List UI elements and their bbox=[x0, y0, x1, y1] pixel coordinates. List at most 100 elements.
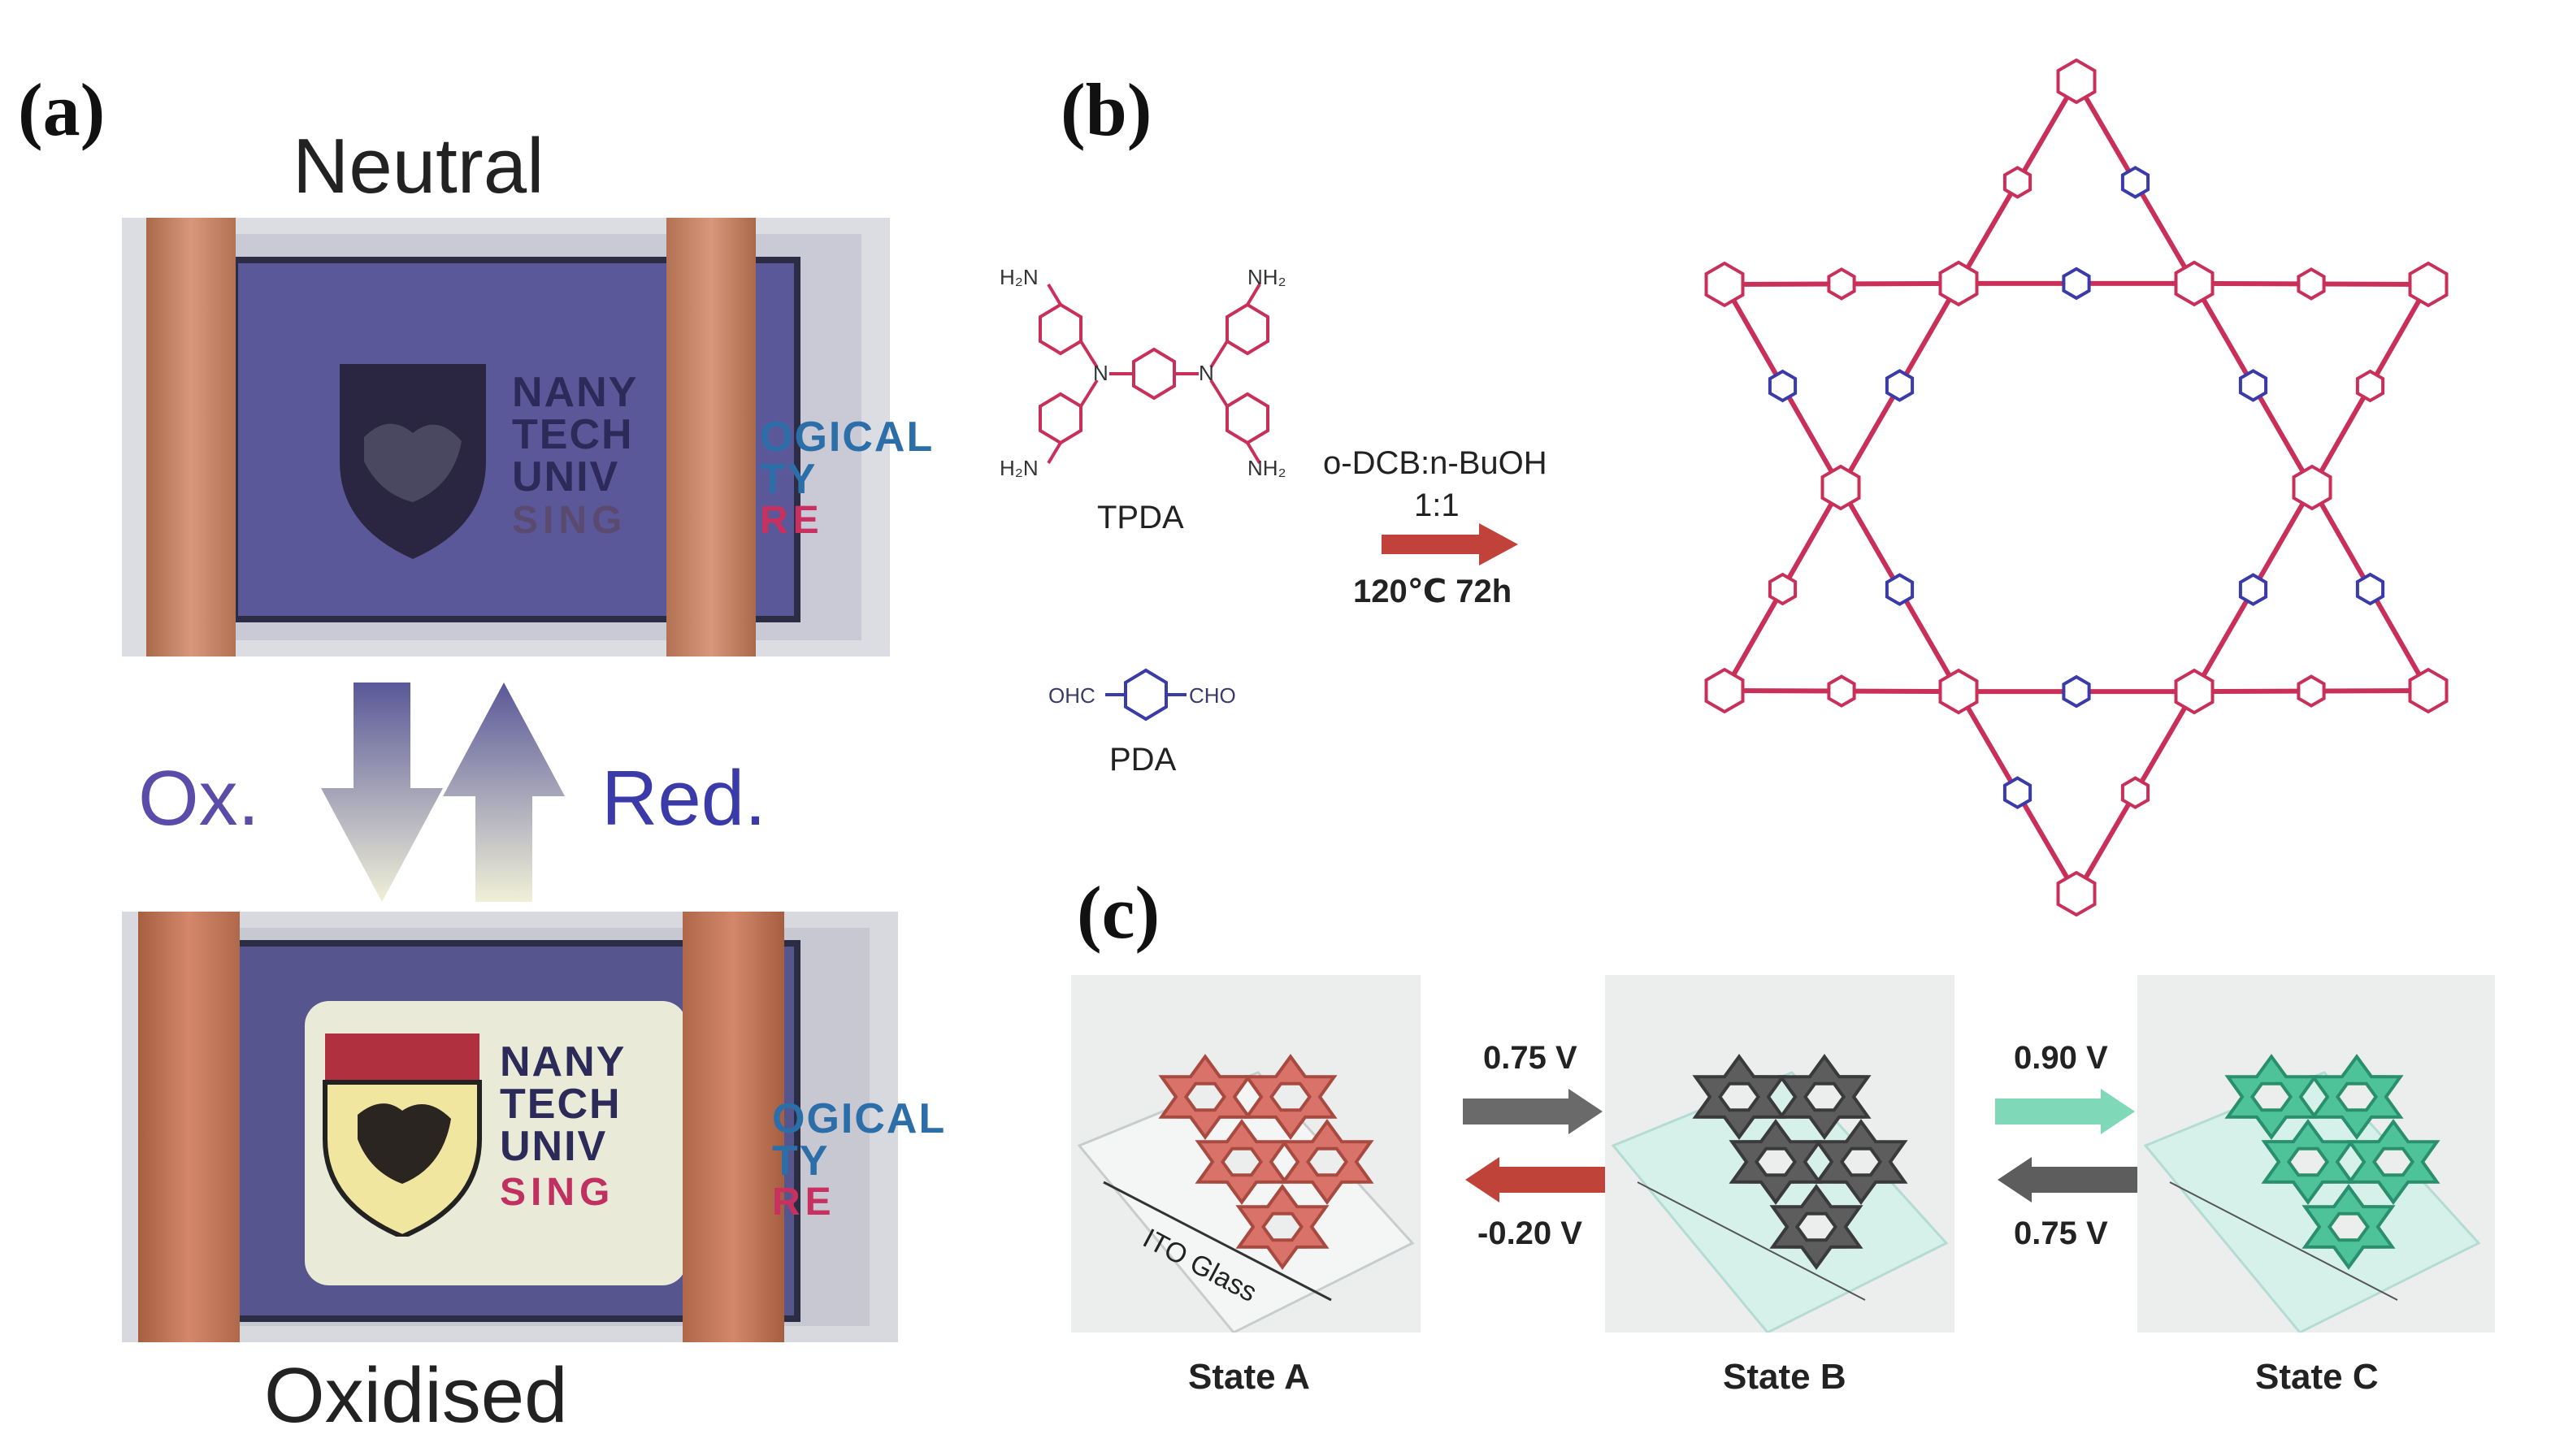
red-label: Red. bbox=[601, 755, 766, 842]
framework-pore bbox=[1269, 1081, 1312, 1112]
amine-top-left: H₂N bbox=[1000, 265, 1039, 289]
framework-pore bbox=[1754, 1146, 1798, 1177]
amine-bottom-left: H₂N bbox=[1000, 456, 1039, 480]
logo-text-line2: TECH bbox=[512, 411, 634, 458]
benzene-ring bbox=[2292, 464, 2332, 511]
benzene-ring bbox=[2408, 667, 2449, 714]
logo-text-right2: TY bbox=[772, 1138, 830, 1185]
benzene-ring bbox=[2238, 369, 2268, 402]
benzene-ring bbox=[1820, 464, 1861, 511]
state-b-model bbox=[1611, 1054, 1949, 1332]
framework-pore bbox=[1183, 1081, 1227, 1112]
framework-pore bbox=[2335, 1081, 2379, 1112]
oxidation-arrow bbox=[321, 682, 443, 902]
benzene-ring bbox=[2056, 870, 2097, 917]
benzene-ring bbox=[2002, 166, 2033, 199]
ring-bottom-right bbox=[1226, 392, 1269, 445]
ab-backward-arrow bbox=[1465, 1157, 1605, 1202]
state-c-model bbox=[2143, 1054, 2481, 1332]
benzene-ring bbox=[2355, 572, 2385, 606]
oxidised-caption: Oxidised bbox=[264, 1352, 568, 1439]
ab-forward-arrow bbox=[1463, 1089, 1603, 1134]
reduction-arrow bbox=[443, 682, 565, 902]
logo-text-line3: UNIV bbox=[512, 453, 620, 500]
ring-top-right bbox=[1226, 302, 1269, 356]
cof-network bbox=[1704, 58, 2449, 917]
framework-pore bbox=[2286, 1146, 2330, 1177]
ring-bottom-left bbox=[1039, 392, 1082, 445]
panel-c-label: (c) bbox=[1077, 871, 1161, 954]
benzene-ring bbox=[1885, 369, 1915, 402]
right-copper-tape bbox=[666, 218, 756, 656]
ab-forward-voltage: 0.75 V bbox=[1483, 1040, 1577, 1076]
benzene-ring bbox=[1885, 573, 1915, 606]
benzene-ring bbox=[2297, 674, 2326, 708]
benzene-ring bbox=[2297, 267, 2326, 301]
state-a-framework bbox=[1158, 1054, 1374, 1270]
benzene-ring bbox=[2062, 266, 2091, 301]
benzene-ring bbox=[1704, 261, 1745, 308]
logo-text-right1: OGICAL bbox=[760, 414, 935, 461]
benzene-ring bbox=[2120, 776, 2150, 809]
framework-pore bbox=[1260, 1211, 1304, 1242]
n-atom-left: N bbox=[1093, 361, 1108, 385]
benzene-ring bbox=[1827, 267, 1856, 301]
redox-arrows bbox=[321, 682, 565, 902]
benzene-ring bbox=[2062, 674, 2091, 708]
benzene-ring bbox=[2408, 261, 2449, 308]
state-c-framework bbox=[2224, 1054, 2440, 1270]
amine-top-right: NH₂ bbox=[1247, 265, 1286, 289]
state-b-label: State B bbox=[1723, 1357, 1846, 1397]
framework-pore bbox=[1794, 1211, 1838, 1242]
pda-structure: OHC CHO bbox=[1048, 668, 1236, 722]
bc-backward-arrow bbox=[1998, 1157, 2137, 1202]
solvent-label: o-DCB:n-BuOH bbox=[1323, 445, 1547, 481]
n-atom-right: N bbox=[1199, 361, 1214, 385]
framework-pore bbox=[1717, 1081, 1761, 1112]
benzene-ring bbox=[2174, 668, 2215, 715]
pda-label: PDA bbox=[1109, 742, 1177, 778]
logo-text-line1: NANY bbox=[500, 1038, 627, 1086]
benzene-ring bbox=[1827, 674, 1856, 708]
framework-pore bbox=[1803, 1081, 1846, 1112]
state-b-framework bbox=[1692, 1054, 1908, 1270]
framework-pore bbox=[1305, 1146, 1349, 1177]
benzene-ring bbox=[1768, 572, 1798, 606]
bc-backward-voltage: 0.75 V bbox=[2014, 1216, 2108, 1251]
conditions-label: 120℃ 72h bbox=[1353, 574, 1512, 609]
tpda-label: TPDA bbox=[1097, 500, 1184, 535]
logo-text-right2: TY bbox=[760, 456, 818, 503]
benzene-ring bbox=[1938, 260, 1979, 307]
logo-text-right3: RE bbox=[772, 1181, 836, 1224]
logo-text-line1: NANY bbox=[512, 369, 639, 416]
benzene-ring bbox=[1704, 667, 1745, 714]
reaction-arrow bbox=[1382, 523, 1518, 566]
framework-pore bbox=[1220, 1146, 1264, 1177]
benzene-ring bbox=[2120, 166, 2150, 199]
bc-forward-arrow bbox=[1995, 1089, 2135, 1134]
panel-b-label: (b) bbox=[1061, 68, 1152, 151]
benzene-ring bbox=[2002, 776, 2033, 809]
benzene-ring bbox=[2056, 58, 2097, 105]
ntu-shield-logo-colored bbox=[323, 1034, 482, 1237]
state-a-model bbox=[1077, 1054, 1415, 1332]
logo-text-line3: UNIV bbox=[500, 1123, 608, 1170]
ring-top-left bbox=[1039, 302, 1082, 356]
benzene-ring bbox=[2238, 573, 2268, 606]
logo-text-line4: SING bbox=[512, 499, 627, 542]
logo-text-right1: OGICAL bbox=[772, 1095, 947, 1142]
logo-text-line4: SING bbox=[500, 1171, 615, 1214]
state-a-label: State A bbox=[1188, 1357, 1310, 1397]
amine-bottom-right: NH₂ bbox=[1247, 456, 1286, 480]
network-nodes bbox=[1704, 58, 2449, 917]
ox-label: Ox. bbox=[138, 755, 260, 842]
aldehyde-left: OHC bbox=[1048, 683, 1095, 708]
benzene-ring bbox=[1768, 369, 1798, 403]
neutral-caption: Neutral bbox=[293, 123, 544, 210]
aldehyde-right: CHO bbox=[1189, 683, 1236, 708]
tpda-structure: N N H₂N H₂N NH₂ NH₂ bbox=[1000, 265, 1286, 480]
logo-text-right3: RE bbox=[760, 499, 824, 542]
left-copper-tape bbox=[138, 912, 240, 1342]
bc-forward-voltage: 0.90 V bbox=[2014, 1040, 2108, 1076]
framework-pore bbox=[2327, 1211, 2371, 1242]
